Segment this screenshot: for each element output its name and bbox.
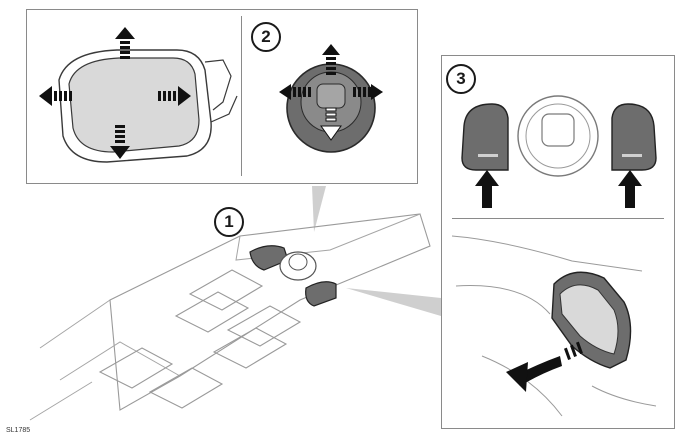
- mirror-arm: [204, 59, 238, 123]
- panel-divider: [241, 16, 243, 176]
- up-arrow-icon: [115, 27, 135, 59]
- mirror-fold-panel: [441, 55, 675, 429]
- joystick-right-arrow-icon: [353, 84, 383, 100]
- right-fold-button: [611, 103, 657, 171]
- press-left-arrow-icon: [475, 170, 499, 208]
- press-right-arrow-icon: [618, 170, 642, 208]
- joystick-up-arrow-icon: [322, 44, 340, 75]
- fold-direction-arrow-icon: [506, 341, 583, 392]
- left-arrow-icon: [39, 86, 72, 106]
- mirror-glass-drawing: [39, 27, 383, 163]
- folded-mirror-glass: [559, 284, 619, 355]
- joystick-down-arrow-icon: [320, 107, 342, 141]
- right-arrow-icon: [158, 86, 191, 106]
- callout-2: 2: [251, 22, 281, 52]
- joystick-left-arrow-icon: [279, 84, 311, 100]
- down-arrow-icon: [110, 125, 130, 159]
- right-mirror-button: [305, 281, 337, 307]
- callout-1: 1: [214, 207, 244, 237]
- figure-code: SL1785: [6, 427, 31, 434]
- left-fold-button: [461, 103, 509, 171]
- pointer-to-top-panel: [312, 186, 326, 232]
- fold-drawing: [451, 95, 657, 417]
- fold-panel-divider: [452, 218, 664, 220]
- mirror-glass-panel: [26, 9, 418, 184]
- pointer-to-right-panel: [346, 288, 441, 316]
- callout-3: 3: [446, 64, 476, 94]
- mirror-glass: [68, 57, 200, 153]
- window-switches: [98, 269, 302, 409]
